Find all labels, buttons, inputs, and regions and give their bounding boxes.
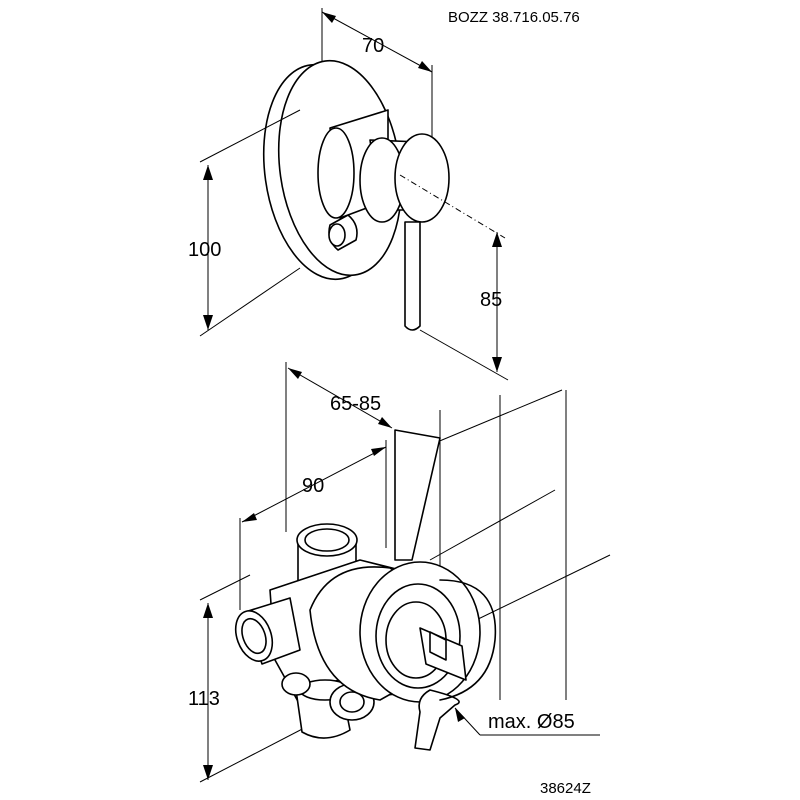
handle-assembly [199,8,509,381]
product-code: BOZZ 38.716.05.76 [448,9,580,26]
dim-90-label: 90 [302,475,324,497]
dim-100-line [203,165,213,330]
dim-max-diameter-leader [454,707,600,736]
dim-100-label: 100 [188,239,221,261]
dim-90-line [241,446,387,523]
dim-70-line [321,11,433,73]
dim-65-85-line [287,367,393,429]
dim-113-line [203,603,213,780]
dim-65-85-label: 65-85 [330,393,381,415]
drawing-number: 38624Z [540,780,591,797]
dim-max-diameter-label: max. Ø85 [488,711,575,733]
dim-85-line [492,232,502,372]
valve-body [199,362,611,783]
dim-113-label: 113 [188,688,220,710]
dim-85-label: 85 [480,289,502,311]
dim-70-label: 70 [362,35,384,57]
